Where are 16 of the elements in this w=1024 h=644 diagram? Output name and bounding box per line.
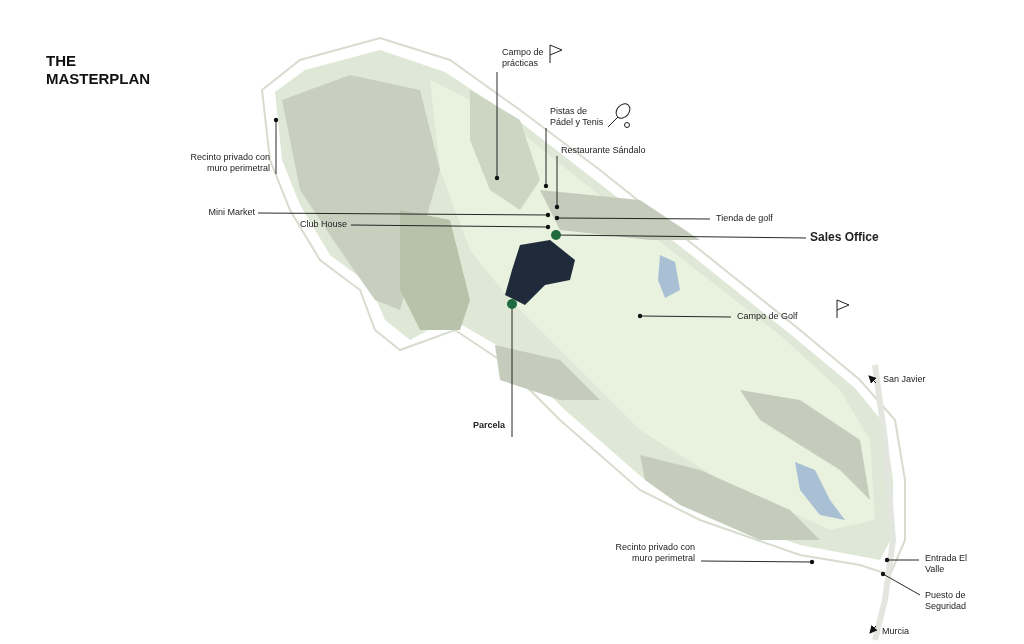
direction-label: Murcia: [882, 626, 909, 637]
direction-label: San Javier: [883, 374, 926, 385]
place-label: Campo de prácticas: [502, 47, 557, 69]
highlight-label: Sales Office: [810, 230, 890, 244]
place-label: Entrada El Valle: [925, 553, 975, 575]
map-title: THE MASTERPLAN: [46, 52, 152, 88]
place-label: Club House: [262, 219, 347, 230]
place-label: Recinto privado con muro perimetral: [610, 542, 695, 564]
highlight-label: Parcela: [420, 420, 505, 431]
place-label: Recinto privado con muro perimetral: [180, 152, 270, 174]
place-label: Puesto de Seguridad: [925, 590, 980, 612]
place-label: Restaurante Sándalo: [561, 145, 661, 156]
place-label: Pistas de Pádel y Tenis: [550, 106, 612, 128]
place-label: Tienda de golf: [716, 213, 786, 224]
place-label: Mini Market: [190, 207, 255, 218]
place-label: Campo de Golf: [737, 311, 807, 322]
